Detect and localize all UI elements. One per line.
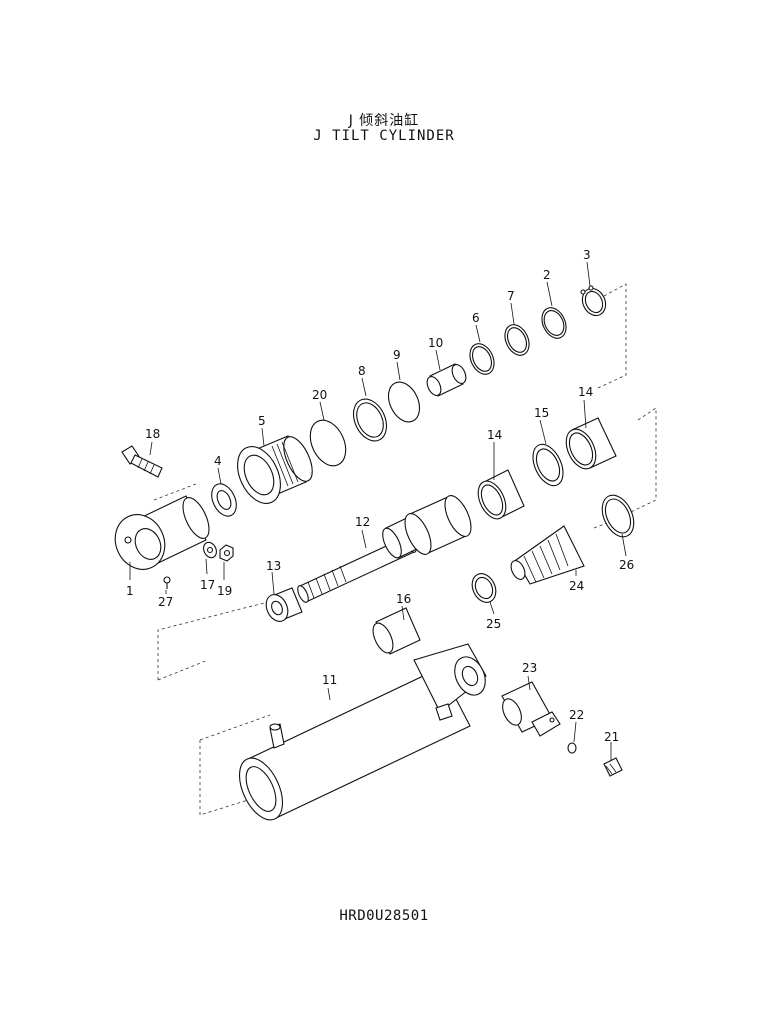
part-19-nut <box>219 544 234 562</box>
part-20-o-ring <box>309 419 347 467</box>
piston-assembly <box>382 495 472 559</box>
callout-10: 10 <box>428 336 443 350</box>
part-14-wear-ring-lower <box>477 469 525 520</box>
part-3-snap-ring <box>580 285 607 317</box>
callout-12: 12 <box>355 515 370 529</box>
part-22-lock-washer <box>567 742 577 754</box>
callout-1: 1 <box>126 584 134 598</box>
callout-6: 6 <box>472 311 480 325</box>
callout-17: 17 <box>200 578 215 592</box>
callout-9: 9 <box>393 348 401 362</box>
part-21-bolt <box>603 757 623 777</box>
callout-26: 26 <box>619 558 634 572</box>
callout-8: 8 <box>358 364 366 378</box>
callout-25: 25 <box>486 617 501 631</box>
drawing-code: HRD0U28501 <box>339 908 429 924</box>
callout-19: 19 <box>217 584 232 598</box>
part-9-o-ring <box>387 381 421 423</box>
part-1-rod-eye <box>114 495 210 570</box>
part-24-bellows-boot <box>510 525 585 585</box>
part-26-ring <box>601 494 635 538</box>
part-2-seal-ring <box>541 307 567 339</box>
callout-labels: 3 2 7 6 10 9 8 20 5 4 18 14 15 14 12 13 … <box>126 248 634 744</box>
part-17-washer <box>203 541 217 559</box>
callout-24: 24 <box>569 579 584 593</box>
part-27-grease-nipple <box>163 576 171 589</box>
callout-3: 3 <box>583 248 591 262</box>
part-4-washer <box>211 483 237 517</box>
callout-15: 15 <box>534 406 549 420</box>
part-18-bolt <box>121 445 163 478</box>
leader-lines <box>129 261 627 760</box>
callout-5: 5 <box>258 414 266 428</box>
callout-11: 11 <box>322 673 337 687</box>
callout-16: 16 <box>396 592 411 606</box>
callout-21: 21 <box>604 730 619 744</box>
part-13-piston-nut <box>265 587 303 622</box>
callout-22: 22 <box>569 708 584 722</box>
part-14-wear-ring-upper <box>565 417 617 470</box>
part-11-cylinder-tube <box>238 643 487 821</box>
diagram-title-chinese: J 倾斜油缸 <box>348 113 420 129</box>
callout-23: 23 <box>522 661 537 675</box>
part-8-ring <box>352 398 388 442</box>
callout-18: 18 <box>145 427 160 441</box>
part-23-pin <box>501 681 561 737</box>
part-7-ring <box>504 324 530 356</box>
part-16-bushing <box>372 607 421 655</box>
callout-27: 27 <box>158 595 173 609</box>
diagram-title-english: J TILT CYLINDER <box>313 128 455 144</box>
callout-4: 4 <box>214 454 222 468</box>
part-15-piston-seal <box>532 443 564 487</box>
part-6-ring <box>469 343 495 375</box>
callout-7: 7 <box>507 289 515 303</box>
callout-2: 2 <box>543 268 551 282</box>
callout-14-lower: 14 <box>487 428 502 442</box>
part-25-ring <box>471 573 497 603</box>
callout-14-upper: 14 <box>578 385 593 399</box>
part-10-bushing <box>426 363 467 397</box>
callout-13: 13 <box>266 559 281 573</box>
callout-20: 20 <box>312 388 327 402</box>
part-5-cylinder-head <box>237 435 313 504</box>
